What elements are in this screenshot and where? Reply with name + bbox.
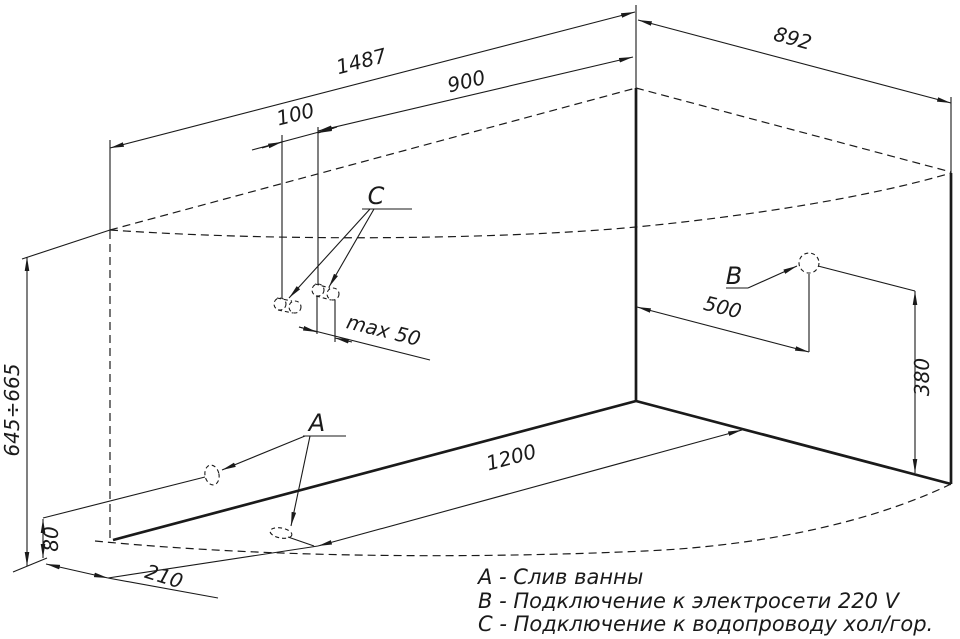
dim-label-500: 500	[701, 291, 744, 324]
plinth-line	[42, 476, 206, 519]
electric-connection-circle	[798, 252, 820, 274]
pipe-pair-2-top-line	[314, 283, 331, 289]
legend-item-drain: A - Слив ванны	[476, 565, 643, 589]
dim-line-500	[636, 306, 810, 353]
dim-arrow-max50-right	[334, 337, 353, 344]
dim-line-892	[637, 19, 952, 104]
pipe-pair-1-bottom-line	[277, 309, 294, 314]
panel-edges	[112, 88, 953, 542]
legend-item-water: C - Подключение к водопроводу хол/гор.	[478, 612, 933, 636]
dim-line-900	[317, 56, 634, 132]
callout-letter-a: A	[307, 409, 325, 437]
connection-points	[204, 252, 820, 539]
dim-arrow-100-right	[317, 126, 338, 134]
legend-item-electric: B - Подключение к электросети 220 V	[478, 589, 901, 613]
ext-electric-to-380	[817, 265, 916, 292]
dim-arrow-100-left	[261, 141, 283, 149]
ext-height-top	[21, 229, 111, 260]
dim-line-1487	[109, 11, 636, 149]
rim-front-curve	[109, 172, 952, 239]
callout-b-leader	[747, 265, 798, 289]
callout-letter-c: C	[368, 182, 385, 210]
extension-lines	[12, 5, 952, 579]
dim-line-210	[45, 563, 109, 579]
pipe-pair-1-top-line	[276, 297, 293, 302]
dim-label-100: 100	[274, 98, 317, 131]
dim-arrow-max50-left	[298, 326, 318, 333]
callout-c-leader-1	[288, 208, 371, 299]
dim-tail-210	[107, 577, 219, 599]
dim-label-210: 210	[142, 559, 186, 593]
dim-label-892: 892	[771, 22, 814, 55]
ext-drain-offset	[107, 545, 319, 579]
drain-stub-line	[287, 536, 315, 547]
dim-label-645-665: 645÷665	[0, 363, 24, 456]
bath-rim-dashed	[94, 87, 952, 557]
dim-line-1200	[317, 429, 743, 547]
water-pipe-circle-4	[326, 287, 340, 301]
dimension-lines	[24, 11, 952, 599]
callout-letters: A B C	[307, 182, 742, 437]
dim-label-1200: 1200	[483, 439, 538, 475]
dim-line-max50	[298, 326, 431, 361]
callout-letter-b: B	[726, 262, 742, 290]
dim-label-80: 80	[39, 526, 63, 551]
rim-back-right-edge	[635, 87, 952, 173]
callout-a-leader-front	[221, 435, 306, 471]
dim-label-max50: max 50	[344, 309, 423, 351]
drain-floor-ellipse	[269, 527, 293, 539]
legend: A - Слив ванны B - Подключение к электро…	[476, 565, 933, 636]
callout-leaders	[221, 208, 798, 527]
callout-a-leader-floor	[290, 435, 311, 527]
callout-c-leader-2	[328, 208, 375, 288]
floor-outline-curve	[94, 483, 952, 557]
drain-front-circle	[204, 464, 220, 486]
dim-label-1487: 1487	[334, 43, 390, 79]
dim-label-380: 380	[910, 358, 934, 396]
dimension-labels: 1487 900 892 100 max 50 645÷665 80 210 1…	[0, 22, 934, 594]
pipe-pair-2-bottom-line	[315, 295, 332, 301]
side-panel-bottom-edge	[635, 399, 952, 486]
front-panel-bottom-edge	[112, 399, 637, 542]
ext-height-bottom	[12, 557, 48, 573]
water-pipe-circle-2	[288, 300, 302, 314]
